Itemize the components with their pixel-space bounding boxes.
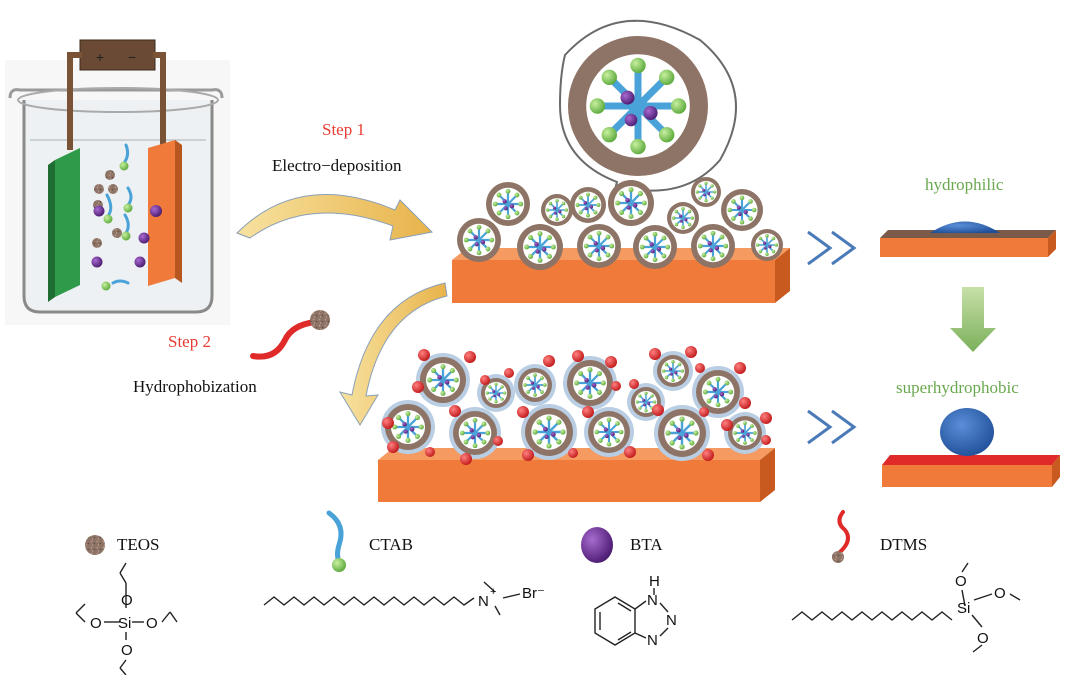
superhydrophobic-sample bbox=[882, 408, 1060, 487]
legend-ctab-label: CTAB bbox=[369, 535, 413, 554]
ctab-structure bbox=[263, 581, 521, 616]
ctab-atom-br: Br⁻ bbox=[522, 585, 545, 602]
bta-atom-h: H bbox=[649, 573, 660, 590]
dtms-structure bbox=[791, 562, 1021, 653]
teos-atom-o-bottom: O bbox=[121, 642, 133, 659]
legend-teos-label: TEOS bbox=[117, 535, 160, 554]
teos-atom-o-right: O bbox=[146, 615, 158, 632]
bottom-particle-layer bbox=[381, 346, 772, 465]
dtms-atom-o-top: O bbox=[955, 573, 967, 590]
hydrophilic-label: hydrophilic bbox=[925, 175, 1004, 194]
dtms-atom-o-right: O bbox=[994, 585, 1006, 602]
top-substrate bbox=[452, 248, 790, 303]
dtms-molecule bbox=[250, 310, 330, 360]
legend-bta-label: BTA bbox=[630, 535, 663, 554]
step2-process-label: Hydrophobization bbox=[133, 377, 257, 396]
teos-structure bbox=[75, 562, 178, 676]
step1-process-label: Electro−deposition bbox=[272, 156, 402, 175]
ctab-charge: + bbox=[490, 586, 496, 598]
dtms-icon bbox=[832, 510, 851, 563]
beaker-molecules bbox=[91, 143, 162, 291]
step2-arrow bbox=[338, 282, 448, 426]
anode-electrode bbox=[48, 148, 80, 302]
power-source: + − bbox=[67, 39, 166, 150]
dtms-atom-si: Si bbox=[957, 600, 970, 617]
superhydrophobic-label: superhydrophobic bbox=[896, 378, 1019, 397]
ctab-icon bbox=[326, 510, 346, 572]
legend-dtms-label: DTMS bbox=[880, 535, 928, 554]
bta-atom-n1: N bbox=[647, 592, 658, 609]
dtms-atom-o-bottom: O bbox=[977, 630, 989, 647]
teos-icon bbox=[85, 535, 105, 555]
step1-label: Step 1 bbox=[322, 120, 365, 139]
negative-terminal: − bbox=[128, 49, 136, 65]
top-chevrons bbox=[807, 230, 857, 266]
ctab-atom-n: N bbox=[478, 593, 489, 610]
hydrophilic-sample bbox=[880, 221, 1056, 257]
wettability-transition-arrow bbox=[950, 287, 996, 352]
micelle-zoom-bubble bbox=[560, 21, 736, 200]
bta-icon bbox=[581, 527, 613, 563]
bta-atom-n2: N bbox=[666, 612, 677, 629]
step1-arrow bbox=[236, 194, 434, 241]
teos-atom-o-left: O bbox=[90, 615, 102, 632]
bta-atom-n3: N bbox=[647, 632, 658, 649]
teos-atom-o-top: O bbox=[121, 592, 133, 609]
bottom-chevrons bbox=[807, 409, 857, 445]
step2-label: Step 2 bbox=[168, 332, 211, 351]
positive-terminal: + bbox=[96, 49, 104, 65]
bta-structure bbox=[594, 588, 669, 646]
teos-atom-si: Si bbox=[118, 615, 131, 632]
electrolysis-beaker bbox=[5, 60, 230, 325]
